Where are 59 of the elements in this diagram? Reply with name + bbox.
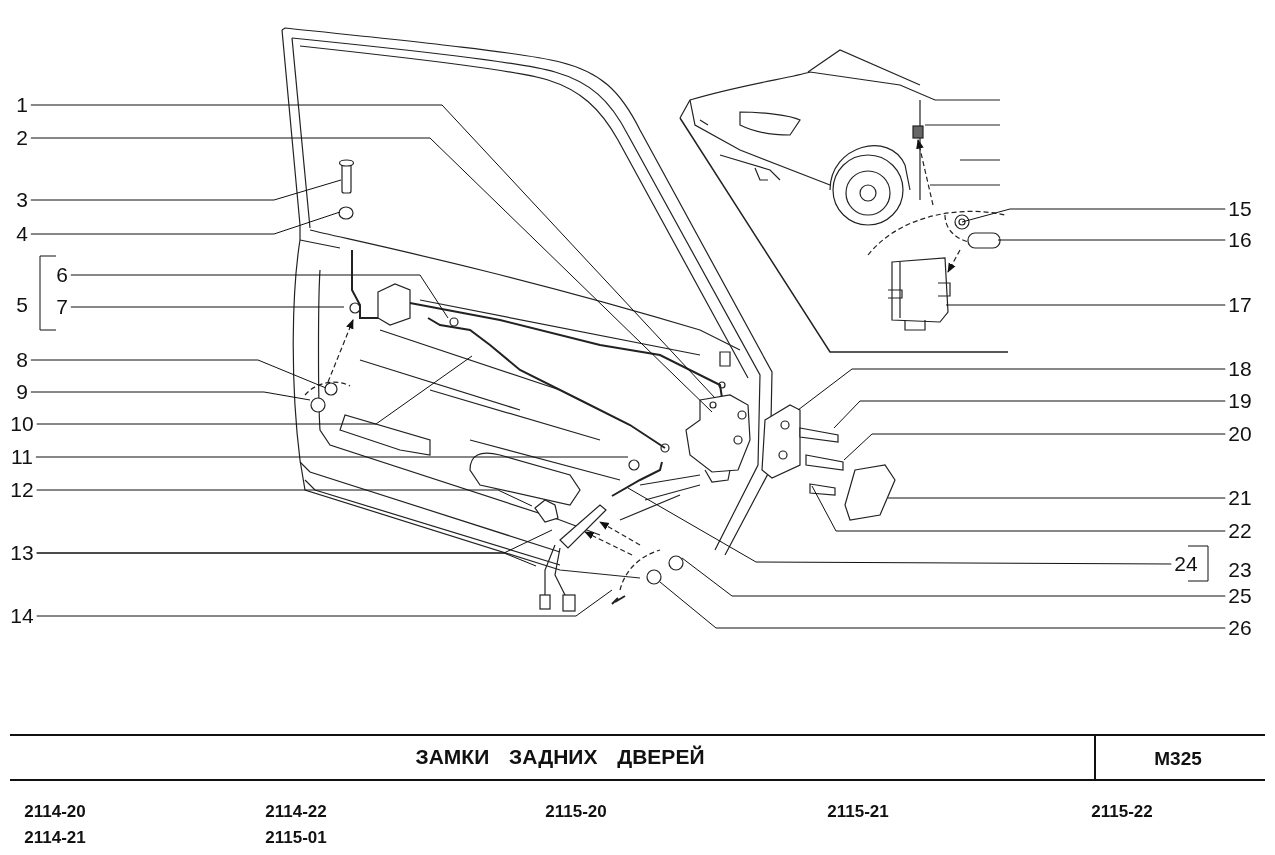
diagram-title: ЗАМКИ ЗАДНИХ ДВЕРЕЙ [414,746,706,768]
callout-number: 6 [56,263,68,287]
callout-number: 20 [1228,422,1252,446]
model-code: 2114-22 [265,801,327,823]
leader-line [681,557,1226,597]
model-code: 2114-21 [24,827,86,849]
callout-number: 16 [1228,228,1252,252]
leader-line [30,211,341,235]
callout-number: 21 [1228,486,1252,510]
leader-line [843,433,1226,461]
callout-number: 3 [16,188,28,212]
model-code: 2115-01 [265,827,327,849]
leader-line [36,589,613,617]
model-code: 2115-20 [545,801,607,823]
leader-line [30,391,311,401]
leader-line [30,359,327,389]
leader-line [961,208,1226,223]
leader-line [627,487,1172,565]
leader-line [36,552,537,567]
callout-number: 25 [1228,584,1252,608]
callout-number: 22 [1228,519,1252,543]
callout-number: 1 [16,93,28,117]
leader-line [811,485,1226,532]
callout-number: 8 [16,348,28,372]
callout-number: 11 [11,445,33,469]
callout-number: 7 [56,295,68,319]
leader-line [70,274,449,319]
leader-line [36,489,533,507]
leader-line [659,581,1226,629]
sheet-code: M325 [1154,748,1202,770]
callout-number: 14 [10,604,34,628]
leader-line [36,355,473,425]
callout-number: 9 [16,380,28,404]
callout-number: 24 [1174,552,1198,576]
group-number: 23 [1228,559,1252,581]
leader-line [30,179,342,201]
callout-number: 12 [10,478,34,502]
callout-number: 10 [10,412,34,436]
leader-line [70,306,345,308]
callout-number: 26 [1228,616,1252,640]
leader-line [887,497,1226,499]
callout-number: 17 [1228,293,1252,317]
leader-line [833,400,1226,429]
leader-line [997,239,1226,241]
leader-line [945,304,1226,306]
callout-number: 13 [10,541,34,565]
model-code: 2114-20 [24,801,86,823]
leader-line [30,104,716,399]
callout-number: 2 [16,126,28,150]
callout-number: 4 [16,222,28,246]
callout-number: 19 [1228,389,1252,413]
leader-line [30,137,713,413]
model-code: 2115-21 [827,801,889,823]
leader-line [797,368,1226,411]
group-number: 5 [16,294,28,316]
callout-number: 18 [1228,357,1252,381]
callout-number: 15 [1228,197,1252,221]
leader-line [35,456,629,458]
model-code: 2115-22 [1091,801,1153,823]
